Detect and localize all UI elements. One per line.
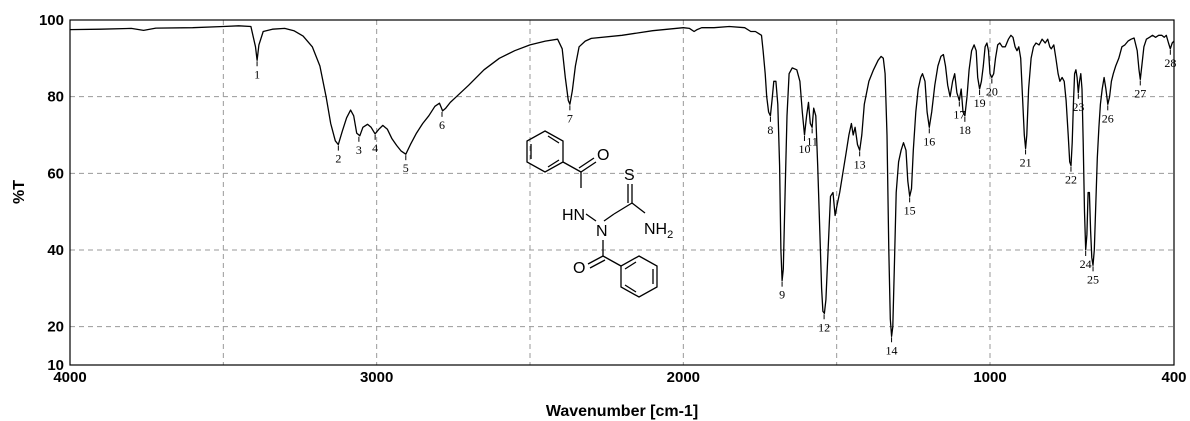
chemical-structure-inset	[526, 130, 658, 298]
x-tick-label: 2000	[667, 369, 700, 386]
bond-co	[587, 255, 604, 265]
atom-o-top: O	[597, 147, 609, 164]
bond	[603, 213, 615, 222]
y-tick-label: 60	[47, 165, 64, 182]
bond	[585, 213, 597, 222]
plot-frame	[69, 19, 1175, 366]
y-tick-label: 80	[47, 89, 64, 106]
chemical-structure-atoms: O S HN N NH2 O	[562, 147, 673, 277]
peak-label: 10	[798, 142, 810, 156]
peak-label: 7	[567, 111, 573, 125]
atom-nh2-subscript: 2	[667, 229, 673, 241]
y-tick-label: 40	[47, 242, 64, 259]
peak-label: 25	[1087, 272, 1099, 286]
peak-label: 22	[1065, 173, 1077, 187]
peak-label: 23	[1072, 100, 1084, 114]
atom-s: S	[624, 167, 635, 184]
peak-label: 17	[953, 108, 965, 122]
atom-nh2: NH2	[644, 221, 673, 241]
y-tick-labels: 10 20 40 60 80 100	[39, 12, 64, 374]
y-tick-label: 10	[47, 357, 64, 374]
bond	[562, 161, 582, 173]
bond	[613, 202, 633, 215]
y-axis-title: %T	[11, 180, 28, 204]
ring-double-bond	[624, 261, 637, 270]
x-axis-title: Wavenumber [cm-1]	[546, 403, 698, 420]
peak-label: 21	[1020, 155, 1032, 169]
peak-label: 15	[904, 203, 916, 217]
y-tick-label: 20	[47, 319, 64, 336]
peak-label: 14	[886, 343, 898, 357]
bond-co	[580, 161, 597, 173]
bond-co-double	[589, 259, 606, 269]
x-tick-label: 1000	[973, 369, 1006, 386]
bond-co-double	[578, 157, 595, 169]
peak-label: 8	[767, 123, 773, 137]
peak-label: 13	[854, 157, 866, 171]
peak-label: 9	[779, 288, 785, 302]
peak-label: 12	[818, 320, 830, 334]
peak-label: 28	[1164, 56, 1176, 70]
peak-label: 19	[974, 96, 986, 110]
bond	[631, 202, 646, 214]
ring-double-bond	[547, 135, 560, 144]
atom-n: N	[596, 223, 608, 240]
peak-label: 4	[372, 141, 378, 155]
peak-label: 1	[254, 67, 260, 81]
peak-label: 18	[959, 123, 971, 137]
atom-hn: HN	[562, 207, 585, 224]
peak-label: 5	[403, 161, 409, 175]
ring-double-bond	[624, 284, 637, 293]
y-tick-label: 100	[39, 12, 64, 29]
spectrum-line	[69, 25, 1175, 337]
atom-nh: NH	[644, 221, 667, 238]
bond	[602, 255, 622, 267]
x-tick-labels: 4000 3000 2000 1000 400	[53, 369, 1186, 386]
peak-label: 2	[335, 152, 341, 166]
peak-label: 26	[1102, 111, 1114, 125]
grid-lines	[70, 20, 1174, 365]
peak-label: 11	[806, 134, 818, 148]
peak-label: 24	[1080, 257, 1092, 271]
x-tick-label: 400	[1161, 369, 1186, 386]
peak-label: 16	[923, 134, 935, 148]
atom-o-bottom: O	[573, 260, 585, 277]
peak-label: 27	[1134, 86, 1146, 100]
benzene-ring-top	[526, 130, 564, 173]
peak-label: 20	[986, 85, 998, 99]
benzene-ring-bottom	[620, 255, 658, 298]
x-tick-label: 4000	[53, 369, 86, 386]
x-tick-label: 3000	[360, 369, 393, 386]
peak-label: 6	[439, 118, 445, 132]
peak-label: 3	[356, 143, 362, 157]
ring-double-bond	[547, 159, 560, 168]
